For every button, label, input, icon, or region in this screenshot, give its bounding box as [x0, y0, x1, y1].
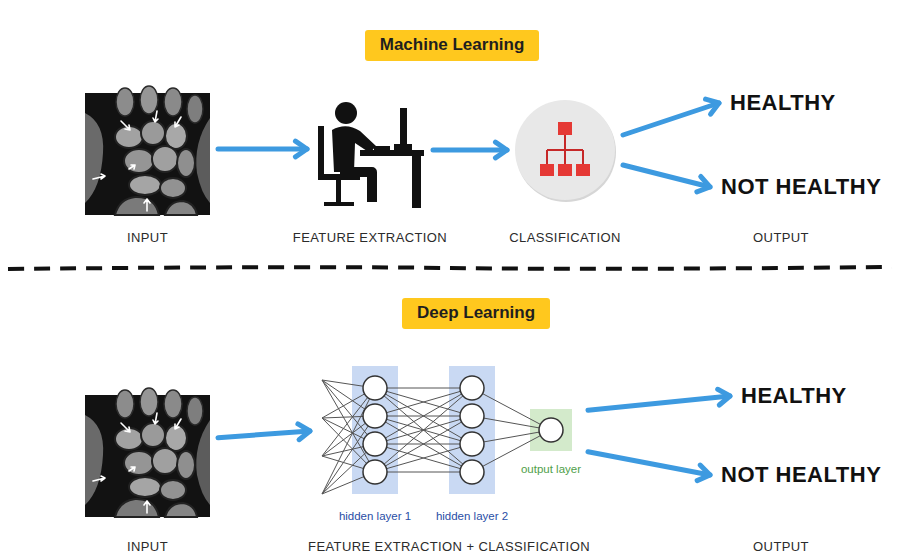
caption: INPUT: [127, 230, 168, 246]
monitor-stand: [394, 144, 412, 150]
output-panel: OUTPUTHEALTHYNOT HEALTHY: [700, 60, 862, 215]
hidden-layer-band: hidden layer 1: [352, 366, 398, 494]
arrow-line: [588, 452, 710, 475]
caption: OUTPUT: [753, 539, 809, 555]
flow-arrow: [433, 142, 507, 158]
keyboard: [374, 146, 390, 150]
caption: OUTPUT: [753, 230, 809, 246]
caption: INPUT: [127, 539, 168, 555]
network-links: [375, 388, 472, 472]
layer-label: hidden layer 2: [436, 508, 508, 524]
output-panel: OUTPUTHEALTHYNOT HEALTHY: [700, 350, 862, 517]
desk-leg: [412, 156, 421, 208]
flow-arrow: [218, 424, 310, 440]
output-class: HEALTHY: [738, 381, 850, 411]
classification-icon: CLASSIFICATION: [515, 100, 615, 200]
chair-back: [318, 126, 324, 178]
person-at-computer-icon: [318, 102, 424, 208]
tree-node: [558, 122, 572, 135]
arrow-line: [588, 396, 730, 410]
output-class: NOT HEALTHY: [718, 460, 884, 490]
layer-label: hidden layer 1: [339, 508, 411, 524]
section-title: Deep Learning: [417, 303, 535, 323]
mri-image: [85, 388, 210, 517]
arrow-line: [623, 165, 710, 187]
tree-lines: [547, 134, 583, 164]
section-badge: Deep Learning: [402, 298, 550, 329]
output-class: NOT HEALTHY: [718, 172, 884, 202]
flow-arrow: [623, 99, 719, 135]
output-layer-box: output layer: [530, 409, 572, 451]
output-label: NOT HEALTHY: [721, 174, 881, 200]
flow-arrow: [218, 141, 307, 157]
caption: FEATURE EXTRACTION: [293, 230, 447, 246]
flow-arrow: [588, 389, 730, 410]
desk-top: [360, 150, 424, 156]
input-image: INPUT: [85, 395, 210, 517]
section-badge: Machine Learning: [365, 30, 540, 61]
output-label: HEALTHY: [741, 383, 847, 409]
layer-band: [449, 366, 495, 494]
chair-seat: [318, 174, 360, 180]
classification-icon: [515, 100, 616, 202]
flow-arrow: [588, 452, 710, 481]
caption: FEATURE EXTRACTION + CLASSIFICATION: [308, 539, 590, 555]
arrow-line: [623, 103, 719, 135]
output-label: NOT HEALTHY: [721, 462, 881, 488]
arrow-head: [495, 142, 507, 158]
tree-node: [576, 164, 590, 176]
neural-network-box: FEATURE EXTRACTION + CLASSIFICATIONhidde…: [318, 362, 580, 500]
layer-label: output layer: [521, 461, 581, 477]
hidden-layer-band: hidden layer 2: [449, 366, 495, 494]
arrow-head: [298, 424, 310, 440]
arrow-head: [295, 141, 307, 157]
arrow-line: [218, 431, 310, 438]
chair-leg: [336, 180, 341, 202]
tree-node: [558, 164, 572, 176]
feature-extraction-icon: FEATURE EXTRACTION: [315, 88, 425, 210]
section-title: Machine Learning: [380, 35, 525, 55]
mri-image: [85, 86, 210, 215]
input-image: INPUT: [85, 93, 210, 215]
arrow-line: [433, 148, 507, 153]
arrow-line: [218, 147, 307, 152]
monitor: [400, 108, 407, 144]
tree-node: [540, 164, 554, 176]
caption: CLASSIFICATION: [509, 230, 621, 246]
arrow-head: [706, 99, 719, 114]
icon-circle: [515, 100, 615, 200]
arrow-head: [697, 465, 710, 481]
dashed-separator: [8, 267, 892, 269]
output-band: [530, 409, 572, 451]
flow-arrow: [623, 165, 710, 192]
arrow-head: [718, 389, 730, 405]
chair-base: [324, 202, 354, 206]
output-label: HEALTHY: [730, 90, 836, 116]
torso: [332, 126, 376, 172]
head: [335, 102, 357, 124]
output-class: HEALTHY: [727, 88, 839, 118]
arrow-head: [697, 177, 710, 192]
